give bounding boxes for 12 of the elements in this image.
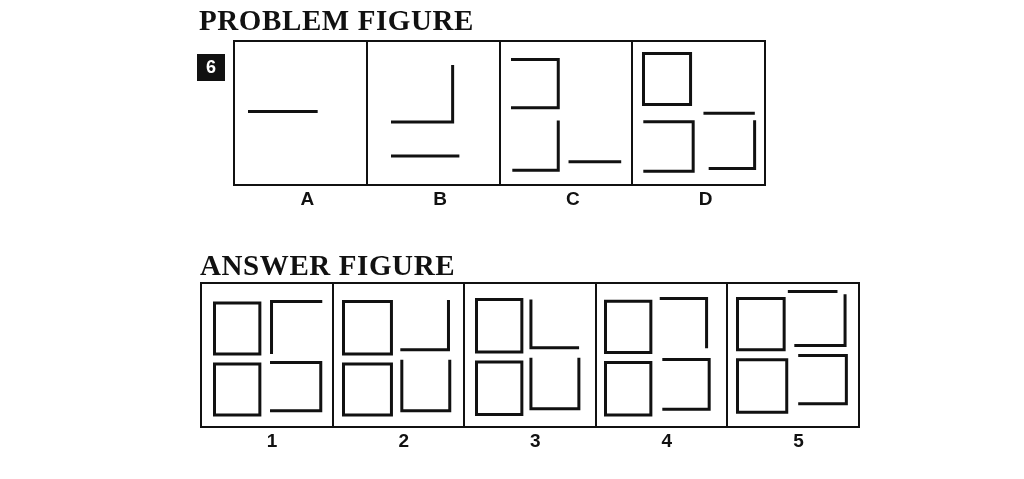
panel-caption: B	[433, 189, 447, 209]
section-heading: PROBLEM FIGURE	[199, 4, 475, 36]
panel-caption: A	[300, 189, 315, 209]
panel-caption: 3	[530, 431, 541, 451]
panel-caption: 4	[661, 431, 673, 451]
panel-caption: C	[565, 189, 580, 209]
question-number: 6	[197, 54, 225, 81]
section-heading: ANSWER FIGURE	[200, 249, 456, 281]
panel-caption: D	[698, 189, 713, 209]
panel-caption: 1	[266, 431, 278, 451]
panel-caption: 2	[398, 431, 409, 451]
panel-caption: 5	[793, 431, 804, 451]
